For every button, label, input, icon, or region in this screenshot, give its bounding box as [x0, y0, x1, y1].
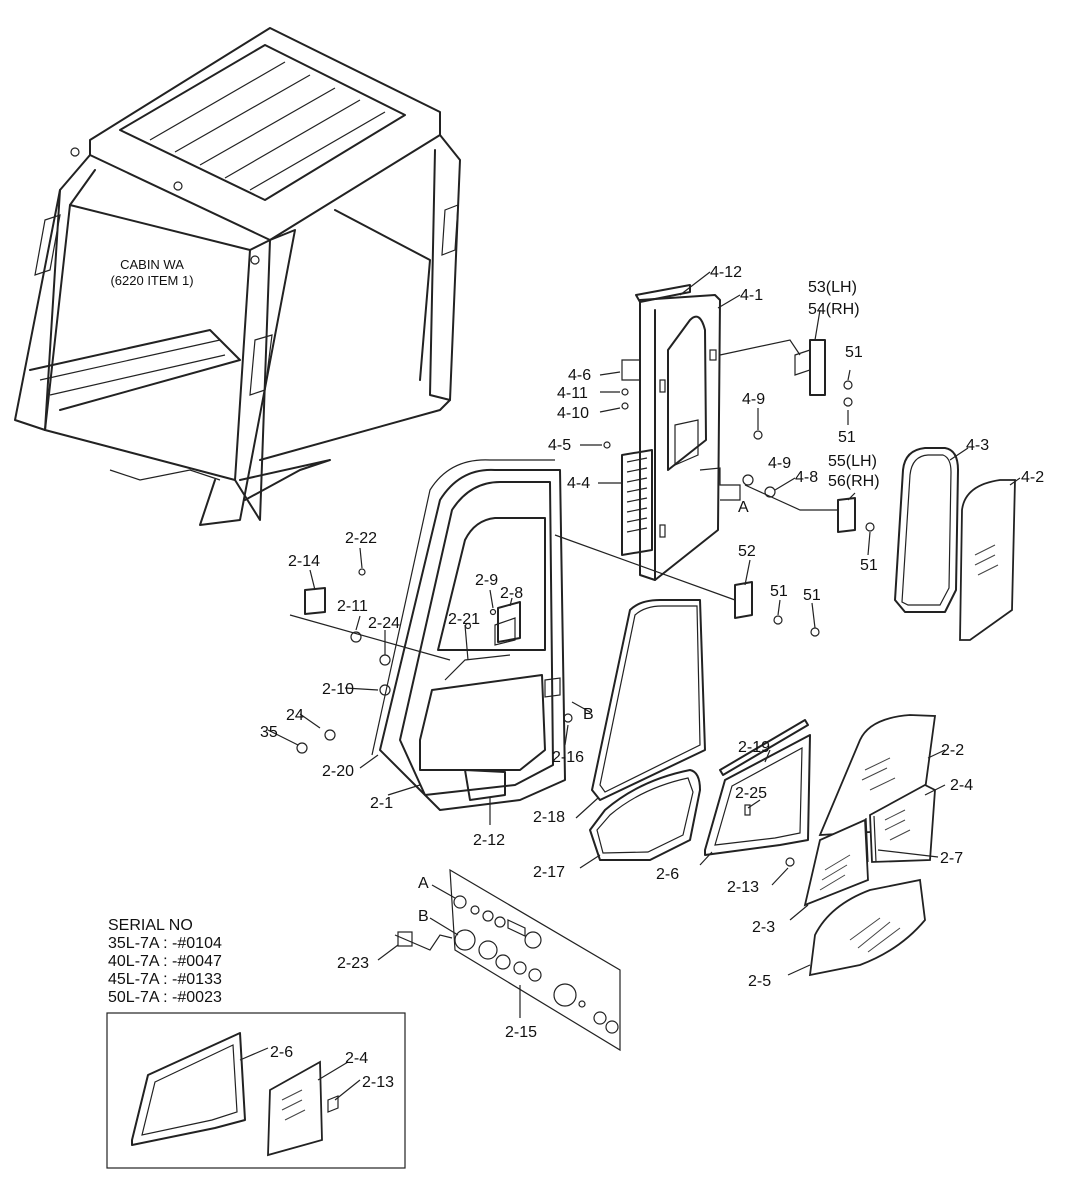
- label-2-1: 2-1: [370, 795, 393, 812]
- label-2-16: 2-16: [552, 749, 584, 766]
- label-2-12: 2-12: [473, 832, 505, 849]
- label-2-2: 2-2: [941, 742, 964, 759]
- label-51: 51: [770, 583, 788, 600]
- serial-line-50l: 50L-7A : -#0023: [108, 989, 222, 1006]
- serial-no-block: SERIAL NO 35L-7A : -#0104 40L-7A : -#004…: [108, 917, 222, 1006]
- serial-line-45l: 45L-7A : -#0133: [108, 971, 222, 988]
- label-2-17: 2-17: [533, 864, 565, 881]
- label-B: B: [418, 908, 429, 925]
- serial-title: SERIAL NO: [108, 917, 193, 934]
- label-51: 51: [860, 557, 878, 574]
- label-B: B: [583, 706, 594, 723]
- label-4-5: 4-5: [548, 437, 571, 454]
- leader-lines: [239, 271, 1021, 1101]
- cabin-label-line1: CABIN WA: [120, 257, 184, 272]
- label-51: 51: [845, 344, 863, 361]
- screws: [296, 380, 875, 867]
- label-2-5: 2-5: [748, 973, 771, 990]
- lock-kit-2-15: [394, 868, 621, 1052]
- label-2-11: 2-11: [337, 598, 368, 615]
- label-2-13: 2-13: [727, 879, 759, 896]
- glass-2-4: [869, 783, 936, 863]
- lock-2-8: [497, 601, 521, 643]
- front-door-2-1: [379, 468, 566, 811]
- label-4-10: 4-10: [557, 405, 589, 422]
- label-56-rh: 56(RH): [828, 473, 880, 490]
- part-labels: 4-12 4-1 53(LH) 54(RH) 51 51 4-6 4-11 4-…: [260, 264, 1044, 1091]
- frame-2-6: [704, 734, 811, 856]
- label-2-20: 2-20: [322, 763, 354, 780]
- label-4-12: 4-12: [710, 264, 742, 281]
- label-inset-2-6: 2-6: [270, 1044, 293, 1061]
- label-2-19: 2-19: [738, 739, 770, 756]
- label-2-14: 2-14: [288, 553, 320, 570]
- sliding-door-4-1: [621, 284, 741, 581]
- label-A: A: [738, 499, 749, 516]
- label-2-9: 2-9: [475, 572, 498, 589]
- label-55-lh: 55(LH): [828, 453, 877, 470]
- label-35: 35: [260, 724, 278, 741]
- label-2-6: 2-6: [656, 866, 679, 883]
- label-51: 51: [803, 587, 821, 604]
- bracket-55-56: [744, 484, 856, 533]
- cabin-frame: [14, 27, 461, 526]
- label-2-10: 2-10: [322, 681, 354, 698]
- channel-2-19: [719, 719, 809, 776]
- label-4-3: 4-3: [966, 437, 989, 454]
- label-24: 24: [286, 707, 304, 724]
- label-4-1: 4-1: [740, 287, 763, 304]
- label-4-9: 4-9: [768, 455, 791, 472]
- glass-2-3: [803, 818, 869, 907]
- hinge-52: [554, 534, 753, 619]
- label-2-23: 2-23: [337, 955, 369, 972]
- label-2-7: 2-7: [940, 850, 963, 867]
- label-inset-2-4: 2-4: [345, 1050, 368, 1067]
- label-2-4: 2-4: [950, 777, 973, 794]
- bracket-2-14: [289, 587, 451, 661]
- label-4-2: 4-2: [1021, 469, 1044, 486]
- label-51: 51: [838, 429, 856, 446]
- label-4-9: 4-9: [742, 391, 765, 408]
- label-4-11: 4-11: [557, 385, 588, 402]
- label-2-22: 2-22: [345, 530, 377, 547]
- label-A: A: [418, 875, 429, 892]
- seal-2-17: [589, 769, 701, 861]
- serial-line-40l: 40L-7A : -#0047: [108, 953, 222, 970]
- seal-2-20: [371, 459, 555, 756]
- strip-2-7: [865, 815, 877, 863]
- glass-4-2: [959, 479, 1016, 641]
- label-2-25: 2-25: [735, 785, 767, 802]
- label-2-15: 2-15: [505, 1024, 537, 1041]
- label-52: 52: [738, 543, 756, 560]
- label-4-4: 4-4: [567, 475, 590, 492]
- label-2-3: 2-3: [752, 919, 775, 936]
- label-2-8: 2-8: [500, 585, 523, 602]
- label-inset-2-13: 2-13: [362, 1074, 394, 1091]
- seal-2-18: [591, 599, 706, 801]
- glass-2-2: [818, 714, 937, 836]
- label-53-lh: 53(LH): [808, 279, 857, 296]
- cabin-label-line2: (6220 ITEM 1): [110, 273, 193, 288]
- seal-4-3: [894, 447, 959, 613]
- label-2-24: 2-24: [368, 615, 400, 632]
- label-4-8: 4-8: [795, 469, 818, 486]
- label-2-18: 2-18: [533, 809, 565, 826]
- label-4-6: 4-6: [568, 367, 591, 384]
- glass-2-5: [808, 878, 926, 977]
- label-54-rh: 54(RH): [808, 301, 860, 318]
- inset-box: [106, 1012, 406, 1169]
- serial-line-35l: 35L-7A : -#0104: [108, 935, 222, 952]
- bracket-53-54: [719, 339, 826, 396]
- label-2-21: 2-21: [448, 611, 480, 628]
